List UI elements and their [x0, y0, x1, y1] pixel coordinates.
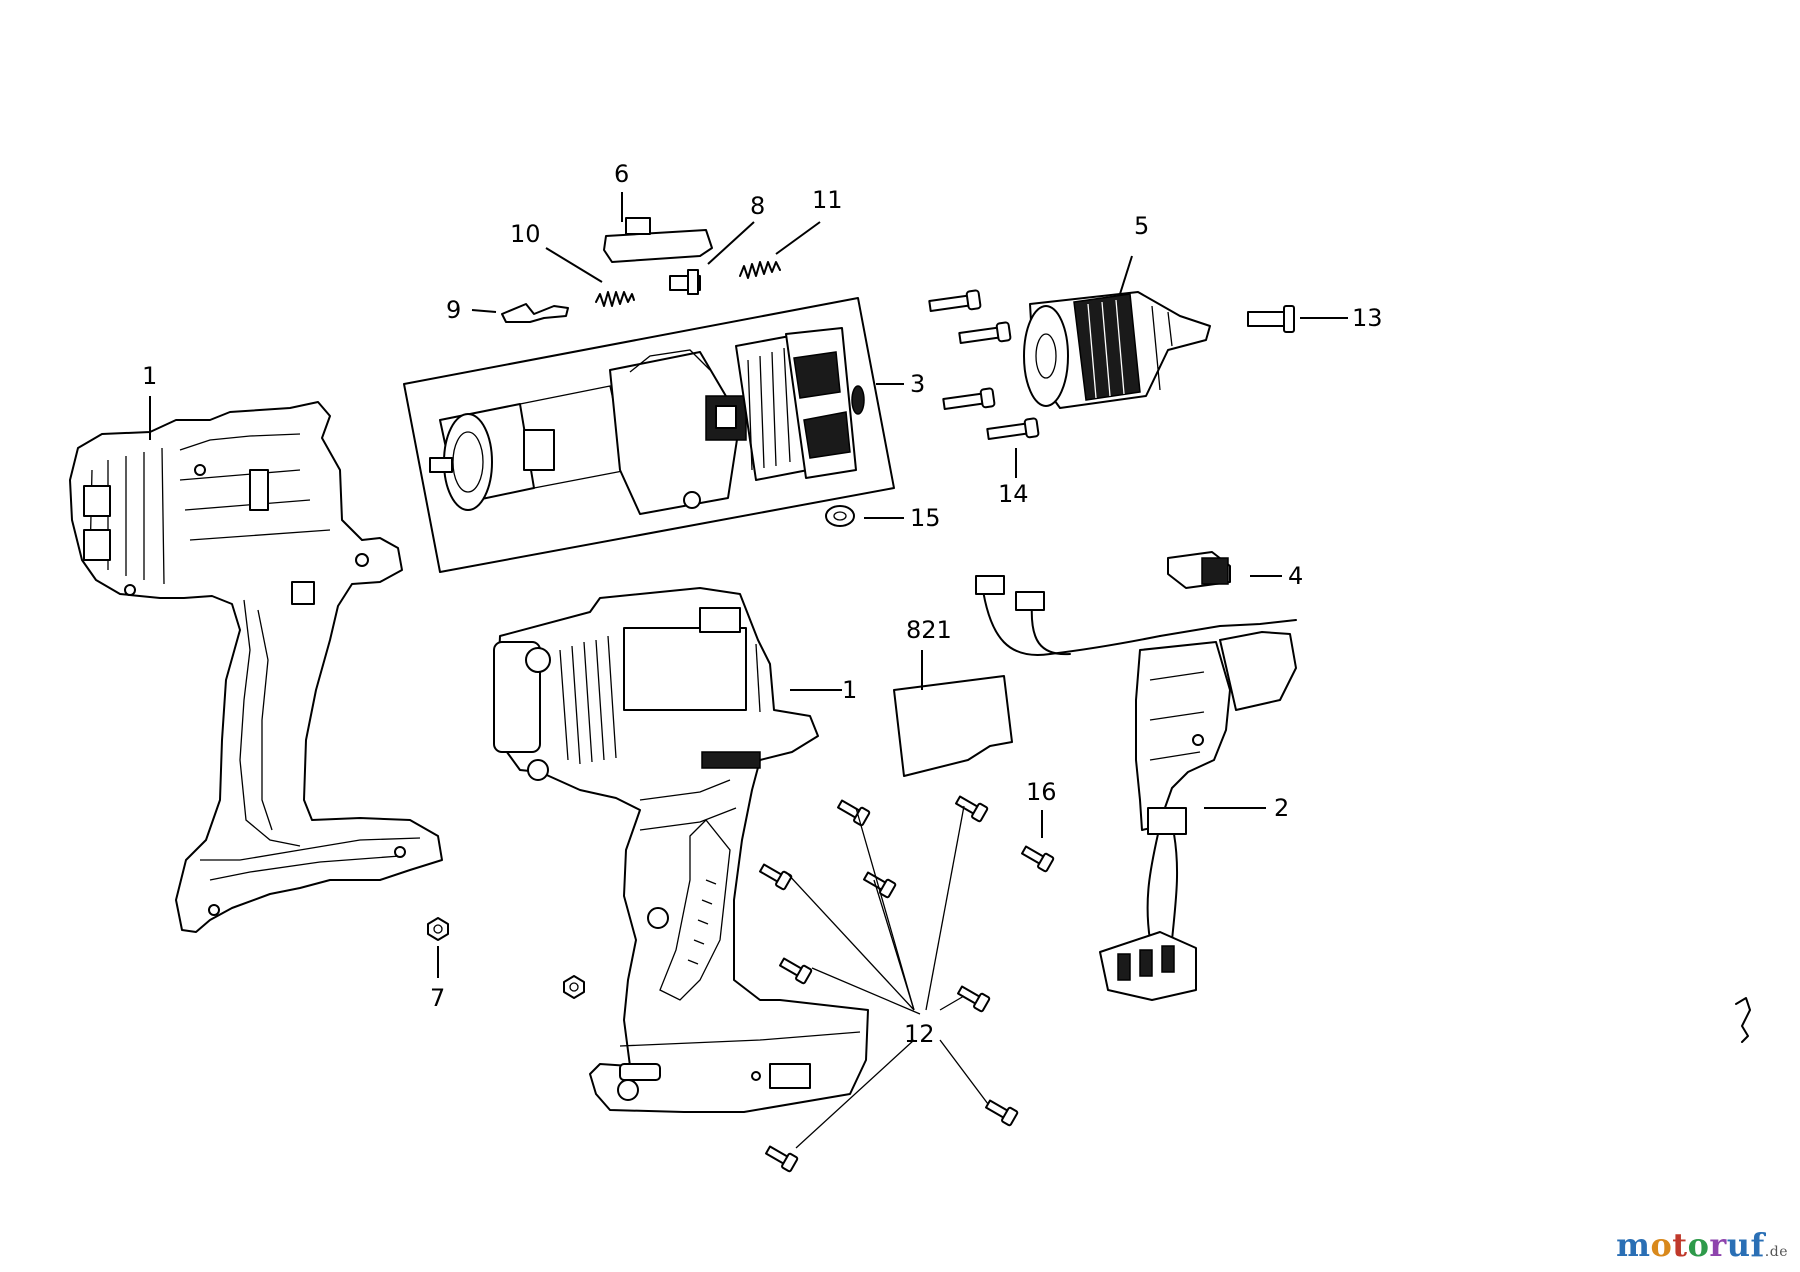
- motor-gearbox-assembly: [403, 297, 895, 573]
- callout-labels: 1 1 2 3 4 5 6 7 8 9 10 11 12 13 14 15 16…: [142, 160, 1383, 1048]
- chuck-screws: [928, 289, 1040, 440]
- logo-letter: f: [1750, 1226, 1765, 1264]
- spring-clip: [501, 303, 569, 323]
- drill-chuck: [1023, 291, 1211, 409]
- callout-3: 3: [910, 370, 925, 398]
- wire-clip: [1735, 997, 1751, 1043]
- callout-7: 7: [430, 984, 445, 1012]
- callout-2: 2: [1274, 794, 1289, 822]
- callout-6: 6: [614, 160, 629, 188]
- rating-label: [893, 675, 1013, 777]
- hex-nuts: [427, 917, 585, 999]
- logo-letter: o: [1650, 1226, 1673, 1264]
- compression-spring-large: [739, 261, 781, 279]
- direction-switch: [1167, 551, 1231, 589]
- callout-13: 13: [1352, 304, 1383, 332]
- logo-suffix: .de: [1764, 1244, 1788, 1260]
- callout-9: 9: [446, 296, 461, 324]
- leader-lines: [149, 192, 1348, 1149]
- housing-right-half: [493, 587, 869, 1113]
- mode-selector-button: [603, 217, 713, 263]
- callout-4: 4: [1288, 562, 1303, 590]
- chuck-screw-left-hand: [1247, 305, 1295, 333]
- housing-left-half: [69, 401, 443, 933]
- callout-15: 15: [910, 504, 941, 532]
- selector-pin: [669, 269, 701, 295]
- callout-5: 5: [1134, 212, 1149, 240]
- compression-spring-small: [595, 291, 635, 307]
- callout-8: 8: [750, 192, 765, 220]
- callout-821: 821: [906, 616, 952, 644]
- logo-letter: u: [1726, 1226, 1751, 1264]
- logo-letter: t: [1672, 1226, 1688, 1264]
- housing-screws: [759, 795, 1055, 1173]
- motoruf-logo: motoruf.de: [1616, 1226, 1788, 1264]
- callout-1-left: 1: [142, 362, 157, 390]
- callout-14: 14: [998, 480, 1029, 508]
- logo-letter: r: [1709, 1226, 1727, 1264]
- logo-letter: m: [1616, 1226, 1651, 1264]
- callout-11: 11: [812, 186, 843, 214]
- logo-wordmark: motoruf: [1616, 1226, 1765, 1264]
- trigger-switch-assembly: [975, 575, 1297, 1001]
- callout-1-right: 1: [842, 676, 857, 704]
- logo-letter: o: [1687, 1226, 1710, 1264]
- callout-10: 10: [510, 220, 541, 248]
- washer: [825, 505, 855, 527]
- callout-12: 12: [904, 1020, 935, 1048]
- callout-16: 16: [1026, 778, 1057, 806]
